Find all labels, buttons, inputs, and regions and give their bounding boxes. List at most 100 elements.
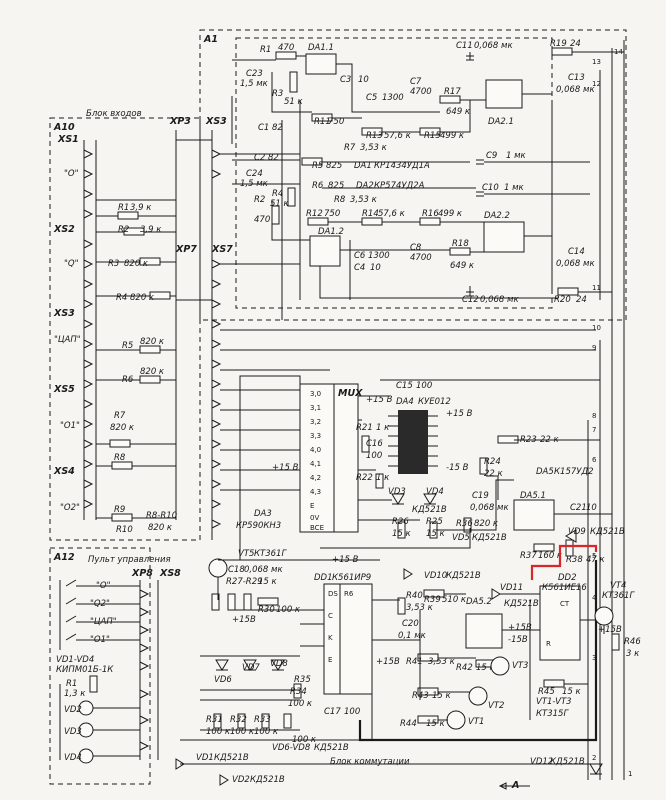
svg-text:3,9 к: 3,9 к	[130, 203, 152, 213]
svg-text:DA3: DA3	[254, 509, 272, 519]
svg-text:"O1": "O1"	[60, 421, 80, 431]
center-wires	[180, 375, 612, 765]
svg-text:R3: R3	[272, 89, 283, 99]
svg-text:2: 2	[592, 754, 596, 762]
chip-dd2	[539, 585, 581, 661]
svg-text:C14: C14	[568, 247, 585, 257]
svg-text:9: 9	[592, 344, 596, 352]
transistor-vt2	[468, 686, 488, 706]
svg-text:R37: R37	[520, 551, 537, 561]
svg-text:+15В: +15В	[232, 615, 256, 625]
a10-wires	[96, 139, 596, 519]
svg-text:R7: R7	[114, 411, 126, 421]
svg-text:C3: C3	[340, 75, 351, 85]
svg-text:E: E	[328, 656, 332, 664]
svg-text:VD1: VD1	[196, 753, 214, 763]
svg-text:E: E	[310, 502, 314, 510]
svg-text:11: 11	[592, 284, 601, 292]
svg-text:К157УД2: К157УД2	[554, 467, 594, 477]
svg-text:15 к: 15 к	[392, 529, 412, 539]
svg-text:C6: C6	[354, 251, 366, 261]
svg-text:0,068 мк: 0,068 мк	[474, 41, 513, 51]
svg-text:1 к: 1 к	[376, 473, 390, 483]
resistor-r33	[261, 713, 270, 729]
resistor-r20	[557, 287, 579, 296]
block-a10-title: Блок входов	[86, 109, 142, 119]
thick-output-wire	[358, 560, 598, 742]
svg-text:VD10: VD10	[424, 571, 447, 581]
svg-text:24: 24	[576, 295, 587, 305]
a12-led-wires	[59, 684, 140, 760]
svg-text:51 к: 51 к	[270, 199, 290, 209]
svg-text:C10: C10	[482, 183, 499, 193]
svg-text:DA2: DA2	[356, 181, 374, 191]
svg-text:КД521В: КД521В	[550, 757, 585, 767]
svg-text:3,53 к: 3,53 к	[350, 195, 378, 205]
resistor-r35	[293, 683, 302, 699]
svg-text:C5: C5	[366, 93, 377, 103]
svg-text:VD4: VD4	[64, 753, 82, 763]
svg-text:R15: R15	[424, 131, 441, 141]
resistor-r4	[287, 187, 296, 207]
svg-text:3,1: 3,1	[310, 404, 321, 412]
svg-text:R31: R31	[206, 715, 223, 725]
svg-text:R13: R13	[366, 131, 383, 141]
svg-text:4,0: 4,0	[310, 446, 321, 454]
svg-text:КД521В: КД521В	[314, 743, 349, 753]
opamp-da5-2	[465, 613, 503, 649]
svg-text:"O": "O"	[64, 169, 79, 179]
resistor-a10-r7	[109, 439, 131, 448]
svg-text:100: 100	[366, 451, 382, 461]
svg-text:R27-R29: R27-R29	[226, 577, 263, 587]
svg-text:VD7: VD7	[242, 663, 260, 673]
resistor-r46	[611, 633, 620, 651]
resistor-r29	[243, 593, 252, 611]
svg-text:+15 В: +15 В	[366, 395, 393, 405]
svg-text:"ЦАП": "ЦАП"	[54, 335, 81, 345]
svg-text:КТ361Г: КТ361Г	[254, 549, 287, 559]
svg-text:VD4: VD4	[426, 487, 444, 497]
diode-vd9	[565, 529, 577, 543]
highlight-red-wire	[530, 544, 598, 580]
svg-text:КУЕ012: КУЕ012	[418, 397, 451, 407]
svg-text:R18: R18	[452, 239, 469, 249]
resistor-r17	[439, 95, 461, 104]
svg-text:13: 13	[592, 58, 601, 66]
svg-text:R24: R24	[484, 457, 501, 467]
svg-text:R35: R35	[294, 675, 311, 685]
svg-text:R26: R26	[392, 517, 409, 527]
resistor-r21	[361, 435, 370, 453]
svg-text:+15 В: +15 В	[446, 409, 473, 419]
svg-text:1: 1	[628, 770, 632, 778]
svg-text:0,068 мк: 0,068 мк	[556, 259, 595, 269]
svg-text:10: 10	[592, 324, 601, 332]
resistor-r3	[289, 71, 298, 93]
svg-text:7: 7	[592, 426, 596, 434]
svg-text:R5: R5	[122, 341, 133, 351]
resistor-r26	[397, 521, 406, 539]
block-a12-title: Пульт управления	[88, 555, 171, 565]
svg-text:R38: R38	[566, 555, 583, 565]
svg-text:4: 4	[592, 594, 597, 602]
svg-text:C11: C11	[456, 41, 473, 51]
svg-text:C9: C9	[486, 151, 497, 161]
svg-text:R8: R8	[334, 195, 346, 205]
svg-text:649 к: 649 к	[446, 107, 471, 117]
svg-text:R11: R11	[314, 117, 331, 127]
diode-vd10	[403, 568, 413, 580]
svg-text:XS3: XS3	[205, 116, 227, 127]
resistor-r45	[543, 679, 565, 688]
svg-text:3: 3	[592, 654, 596, 662]
svg-text:R1: R1	[260, 45, 271, 55]
svg-text:"O2": "O2"	[60, 503, 80, 513]
svg-text:5: 5	[592, 552, 596, 560]
svg-text:C8: C8	[410, 243, 422, 253]
a1-components: R1 470 DA1.1 C11 0,068 мк R19 24 C23 1,5…	[240, 39, 595, 305]
resistor-r34	[283, 713, 292, 729]
resistor-a12-r1	[89, 675, 98, 693]
svg-text:R8-R10: R8-R10	[146, 511, 177, 521]
svg-text:R21: R21	[356, 423, 373, 433]
svg-text:3,53 к: 3,53 к	[428, 657, 456, 667]
svg-text:КД521В: КД521В	[446, 571, 481, 581]
